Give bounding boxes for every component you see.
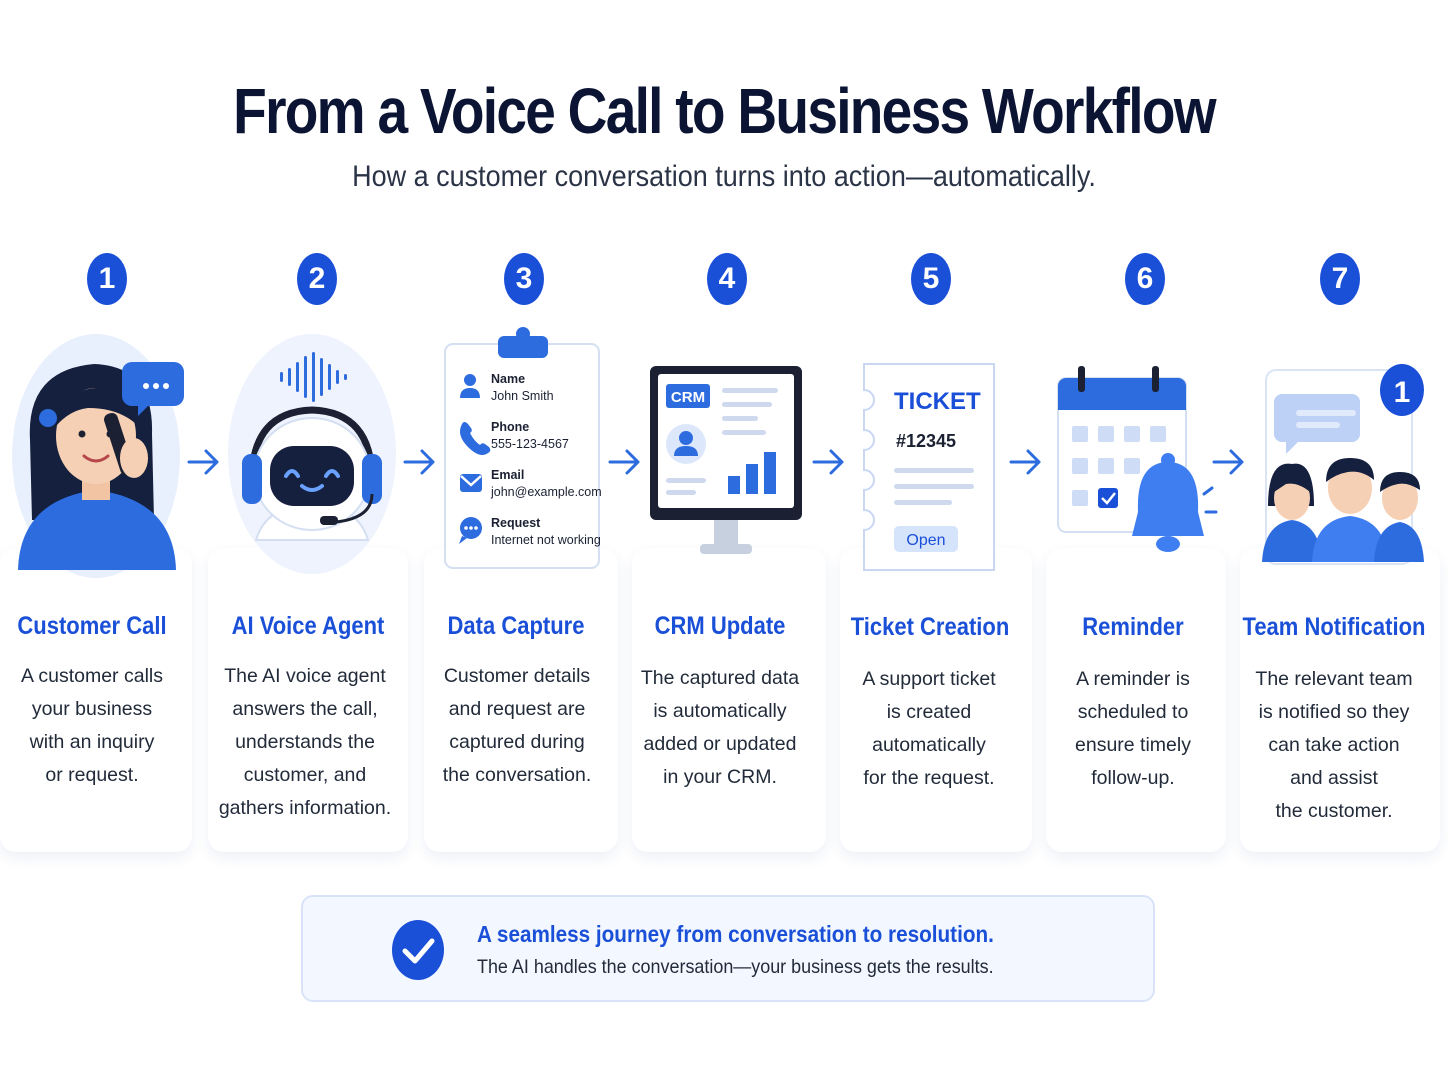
step-title-7: Team Notification — [1242, 613, 1426, 641]
step-title-2: AI Voice Agent — [231, 612, 385, 640]
arrow-right-icon — [1212, 449, 1244, 475]
step-card-5 — [840, 548, 1032, 852]
step-number-1: 1 — [87, 253, 127, 305]
form-request-label: Request — [491, 516, 541, 530]
form-request-value: Internet not working — [491, 533, 601, 547]
arrow-right-icon — [187, 449, 219, 475]
form-name-label: Name — [491, 372, 525, 386]
step-number-5: 5 — [911, 253, 951, 305]
woman-phone-call-icon — [12, 334, 184, 578]
crm-monitor-icon: CRM — [650, 366, 802, 554]
crm-label: CRM — [671, 389, 705, 406]
step-number-4: 4 — [707, 253, 747, 305]
arrow-right-icon — [1009, 449, 1041, 475]
step-card-2 — [208, 548, 408, 852]
form-phone-value: 555-123-4567 — [491, 437, 569, 451]
check-circle-icon — [392, 920, 444, 980]
step-title-4: CRM Update — [654, 612, 786, 640]
step-number-7: 7 — [1320, 253, 1360, 305]
clipboard-form-icon: Name John Smith Phone 555-123-4567 Email… — [444, 327, 602, 569]
step-title-6: Reminder — [1082, 613, 1184, 641]
form-name-value: John Smith — [491, 389, 554, 403]
step-number-2: 2 — [297, 253, 337, 305]
robot-headset-icon — [228, 334, 396, 574]
arrow-right-icon — [608, 449, 640, 475]
ticket-label: TICKET — [894, 388, 981, 415]
arrow-right-icon — [403, 449, 435, 475]
arrow-right-icon — [812, 449, 844, 475]
step-title-3: Data Capture — [447, 612, 585, 640]
form-phone-label: Phone — [491, 420, 529, 434]
calendar-bell-icon — [1057, 366, 1218, 552]
ticket-number: #12345 — [896, 431, 956, 451]
page-title: From a Voice Call to Business Workflow — [233, 75, 1216, 147]
step-card-3 — [424, 548, 618, 852]
step-card-7 — [1240, 548, 1440, 852]
step-number-6: 6 — [1125, 253, 1165, 305]
summary-banner: A seamless journey from conversation to … — [301, 895, 1155, 1002]
step-number-3: 3 — [504, 253, 544, 305]
step-card-4 — [632, 548, 826, 852]
form-email-value: john@example.com — [490, 485, 602, 499]
step-title-1: Customer Call — [17, 612, 167, 640]
ticket-icon: TICKET #12345 Open — [863, 363, 995, 571]
step-card-1 — [0, 548, 192, 852]
banner-title: A seamless journey from conversation to … — [477, 921, 994, 947]
step-card-6 — [1046, 548, 1226, 852]
team-notification-icon: 1 — [1262, 364, 1424, 565]
step-title-5: Ticket Creation — [850, 613, 1010, 641]
banner-text: The AI handles the conversation—your bus… — [477, 956, 994, 978]
ticket-status: Open — [906, 532, 945, 549]
form-email-label: Email — [491, 468, 524, 482]
notification-badge: 1 — [1394, 376, 1411, 409]
page-subtitle: How a customer conversation turns into a… — [352, 160, 1096, 193]
